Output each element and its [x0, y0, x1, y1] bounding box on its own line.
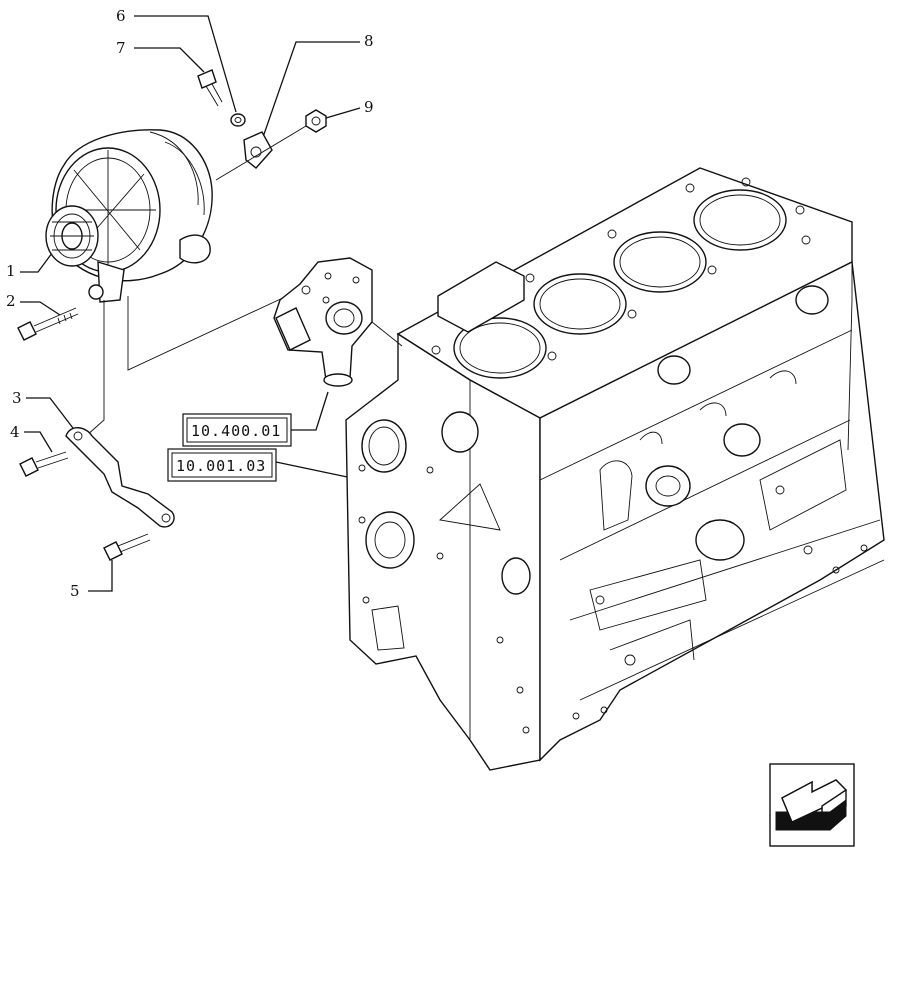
mounting-axis-line	[215, 125, 307, 181]
bolt-5	[103, 533, 151, 561]
callout-label: 7	[116, 39, 126, 57]
bolt-4	[19, 451, 69, 477]
housing-leader-line	[371, 321, 403, 347]
callout-label: 8	[364, 32, 374, 50]
callout-3: 3	[12, 389, 77, 433]
callout-2: 2	[6, 292, 61, 316]
callout-label: 6	[116, 7, 126, 25]
alternator	[45, 129, 213, 303]
reference-box-10-400-01[interactable]: 10.400.01	[182, 391, 329, 447]
callout-4: 4	[10, 423, 53, 453]
back-arrow-icon[interactable]	[769, 763, 855, 847]
callout-label: 4	[10, 423, 20, 441]
spacer-8	[243, 131, 273, 169]
callout-label: 5	[70, 582, 80, 600]
washer-6	[230, 113, 246, 127]
callout-label: 2	[6, 292, 16, 310]
callout-7: 7	[116, 39, 205, 73]
reference-label: 10.400.01	[191, 422, 281, 440]
brace-guide-line	[85, 300, 105, 437]
callout-6: 6	[116, 7, 237, 113]
callout-9: 9	[325, 98, 374, 119]
bolt-2	[17, 307, 79, 341]
reference-label: 10.001.03	[176, 457, 266, 475]
adjusting-bracket-3	[65, 427, 175, 528]
callout-8: 8	[261, 32, 374, 141]
nut-9	[305, 109, 327, 133]
callout-label: 1	[6, 262, 16, 280]
callout-label: 9	[364, 98, 374, 116]
callout-5: 5	[70, 560, 113, 600]
bolt-7	[197, 69, 223, 107]
reference-box-10-001-03[interactable]: 10.001.03	[167, 448, 353, 482]
callout-label: 3	[12, 389, 22, 407]
engine-block	[345, 167, 885, 771]
belt-guide-line	[127, 289, 301, 371]
thermostat-housing	[273, 257, 373, 387]
